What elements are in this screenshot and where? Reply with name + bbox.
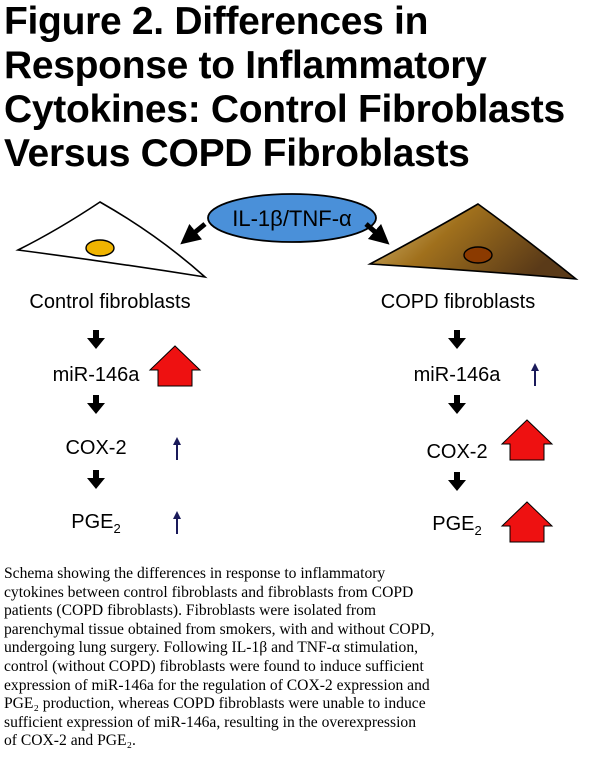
caption-line: control (without COPD) fibroblasts were … xyxy=(4,657,424,675)
caption-line: sufficient expression of miR-146a, resul… xyxy=(4,713,416,731)
caption-line: parenchymal tissue obtained from smokers… xyxy=(4,620,435,638)
copd-pathway: miR-146a COX-2 PGE2 xyxy=(414,330,554,543)
stimulus-node: IL-1β/TNF-α xyxy=(207,193,377,243)
copd-cox-label: COX-2 xyxy=(426,441,487,463)
down-arrow xyxy=(87,470,105,489)
up-arrow-small xyxy=(173,437,181,460)
control-nucleus xyxy=(85,239,115,257)
title-line: Response to Inflammatory xyxy=(4,44,487,87)
control-pge-label: PGE2 xyxy=(71,511,120,536)
copd-fibroblast-cell xyxy=(367,203,579,281)
caption-line: undergoing lung surgery. Following IL-1β… xyxy=(4,639,419,657)
figure-title: Figure 2. Differences in Response to Inf… xyxy=(4,0,594,176)
control-cox-label: COX-2 xyxy=(65,437,126,459)
caption-line: of COX-2 and PGE₂. xyxy=(4,732,136,750)
caption-line: PGE₂ production, whereas COPD fibroblast… xyxy=(4,695,426,713)
figure-caption: Schema showing the differences in respon… xyxy=(4,565,596,751)
title-line: Versus COPD Fibroblasts xyxy=(4,132,470,175)
down-arrow xyxy=(87,395,105,414)
control-pathway: miR-146a COX-2 PGE2 xyxy=(53,330,202,536)
caption-line: patients (COPD fibroblasts). Fibroblasts… xyxy=(4,602,377,620)
down-arrow xyxy=(87,330,105,349)
copd-nucleus xyxy=(463,246,493,264)
down-arrow xyxy=(448,330,466,349)
caption-line: expression of miR-146a for the regulatio… xyxy=(4,676,430,694)
copd-cell-label: COPD fibroblasts xyxy=(381,291,536,313)
copd-pge-label: PGE2 xyxy=(432,513,481,538)
title-line: Cytokines: Control Fibroblasts xyxy=(4,88,565,131)
stimulus-label: IL-1β/TNF-α xyxy=(232,206,352,231)
up-arrow-small xyxy=(173,511,181,534)
up-arrow-small xyxy=(531,363,539,386)
stimulus-arrows xyxy=(180,222,390,245)
fibroblast-response-diagram: IL-1β/TNF-α Control fibroblasts COPD fib… xyxy=(15,193,579,543)
copd-mir-label: miR-146a xyxy=(414,364,502,386)
down-arrow xyxy=(448,395,466,414)
up-arrow-large xyxy=(500,419,554,461)
control-cell-label: Control fibroblasts xyxy=(29,291,190,313)
caption-line: Schema showing the differences in respon… xyxy=(4,565,386,582)
control-fibroblast-cell xyxy=(15,201,208,279)
title-line: Figure 2. Differences in xyxy=(4,0,429,43)
down-arrow xyxy=(448,472,466,491)
control-mir-label: miR-146a xyxy=(53,364,141,386)
caption-line: cytokines between control fibroblasts an… xyxy=(4,583,414,601)
up-arrow-large xyxy=(500,501,554,543)
up-arrow-large xyxy=(148,345,202,387)
